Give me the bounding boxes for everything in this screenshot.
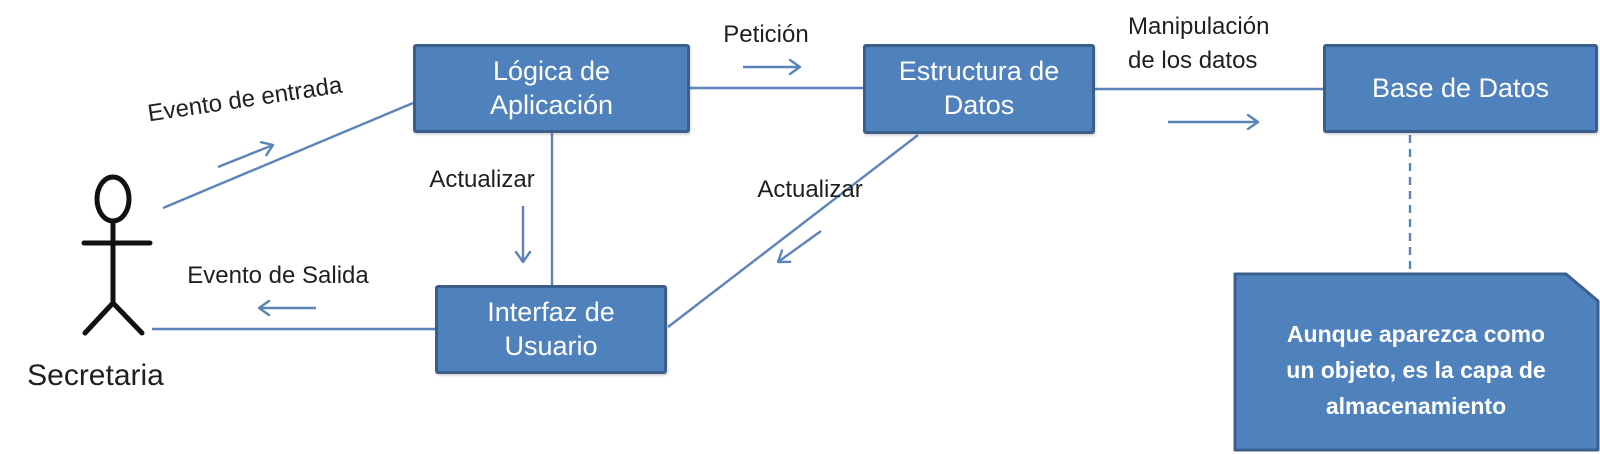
box-interfaz-de-usuario: Interfaz de Usuario [435,285,667,374]
actor-left-leg [82,300,116,336]
connector-estructura-to-interfaz [667,134,919,328]
box-label-line: Datos [943,90,1015,120]
box-logica-de-aplicacion: Lógica de Aplicación [413,44,690,133]
connector-actor-to-logica [162,101,414,210]
actor-stick-figure [81,174,153,336]
label-actualizar-izquierda: Actualizar [429,166,535,193]
label-manipulacion-de-los-datos: Manipulación de los datos [1128,10,1348,78]
arrow-actualizar-derecha [776,230,822,264]
box-label-line: Lógica de [492,55,611,86]
note-text-line1: Aunque aparezca como [1286,321,1546,347]
label-manipulacion-line1: Manipulación [1128,13,1270,40]
box-label-line: Base de Datos [1371,72,1550,103]
label-manipulacion-line2: de los datos [1128,47,1258,74]
label-actualizar-derecha: Actualizar [757,176,863,203]
box-label-line: Usuario [504,330,598,361]
box-label-line: Estructura de [898,56,1060,87]
note-text: Aunque aparezca como un objeto, es la ca… [1243,316,1589,424]
note-shape [1233,272,1600,452]
box-base-de-datos: Base de Datos [1323,44,1598,133]
label-peticion: Petición [723,21,809,48]
note-text-line3: almacenamiento [1325,393,1507,419]
actor-right-leg [110,300,145,336]
arrow-evento-entrada [217,141,275,169]
box-label-line: Aplicación [489,89,614,120]
actor-head [94,174,132,224]
note-text-line2: un objeto, es la capa de [1286,357,1546,383]
box-label-line: Interfaz de [487,296,615,327]
label-evento-de-salida: Evento de Salida [187,262,369,289]
label-secretaria: Secretaria [27,359,164,392]
box-estructura-de-datos: Estructura de Datos [863,44,1095,134]
